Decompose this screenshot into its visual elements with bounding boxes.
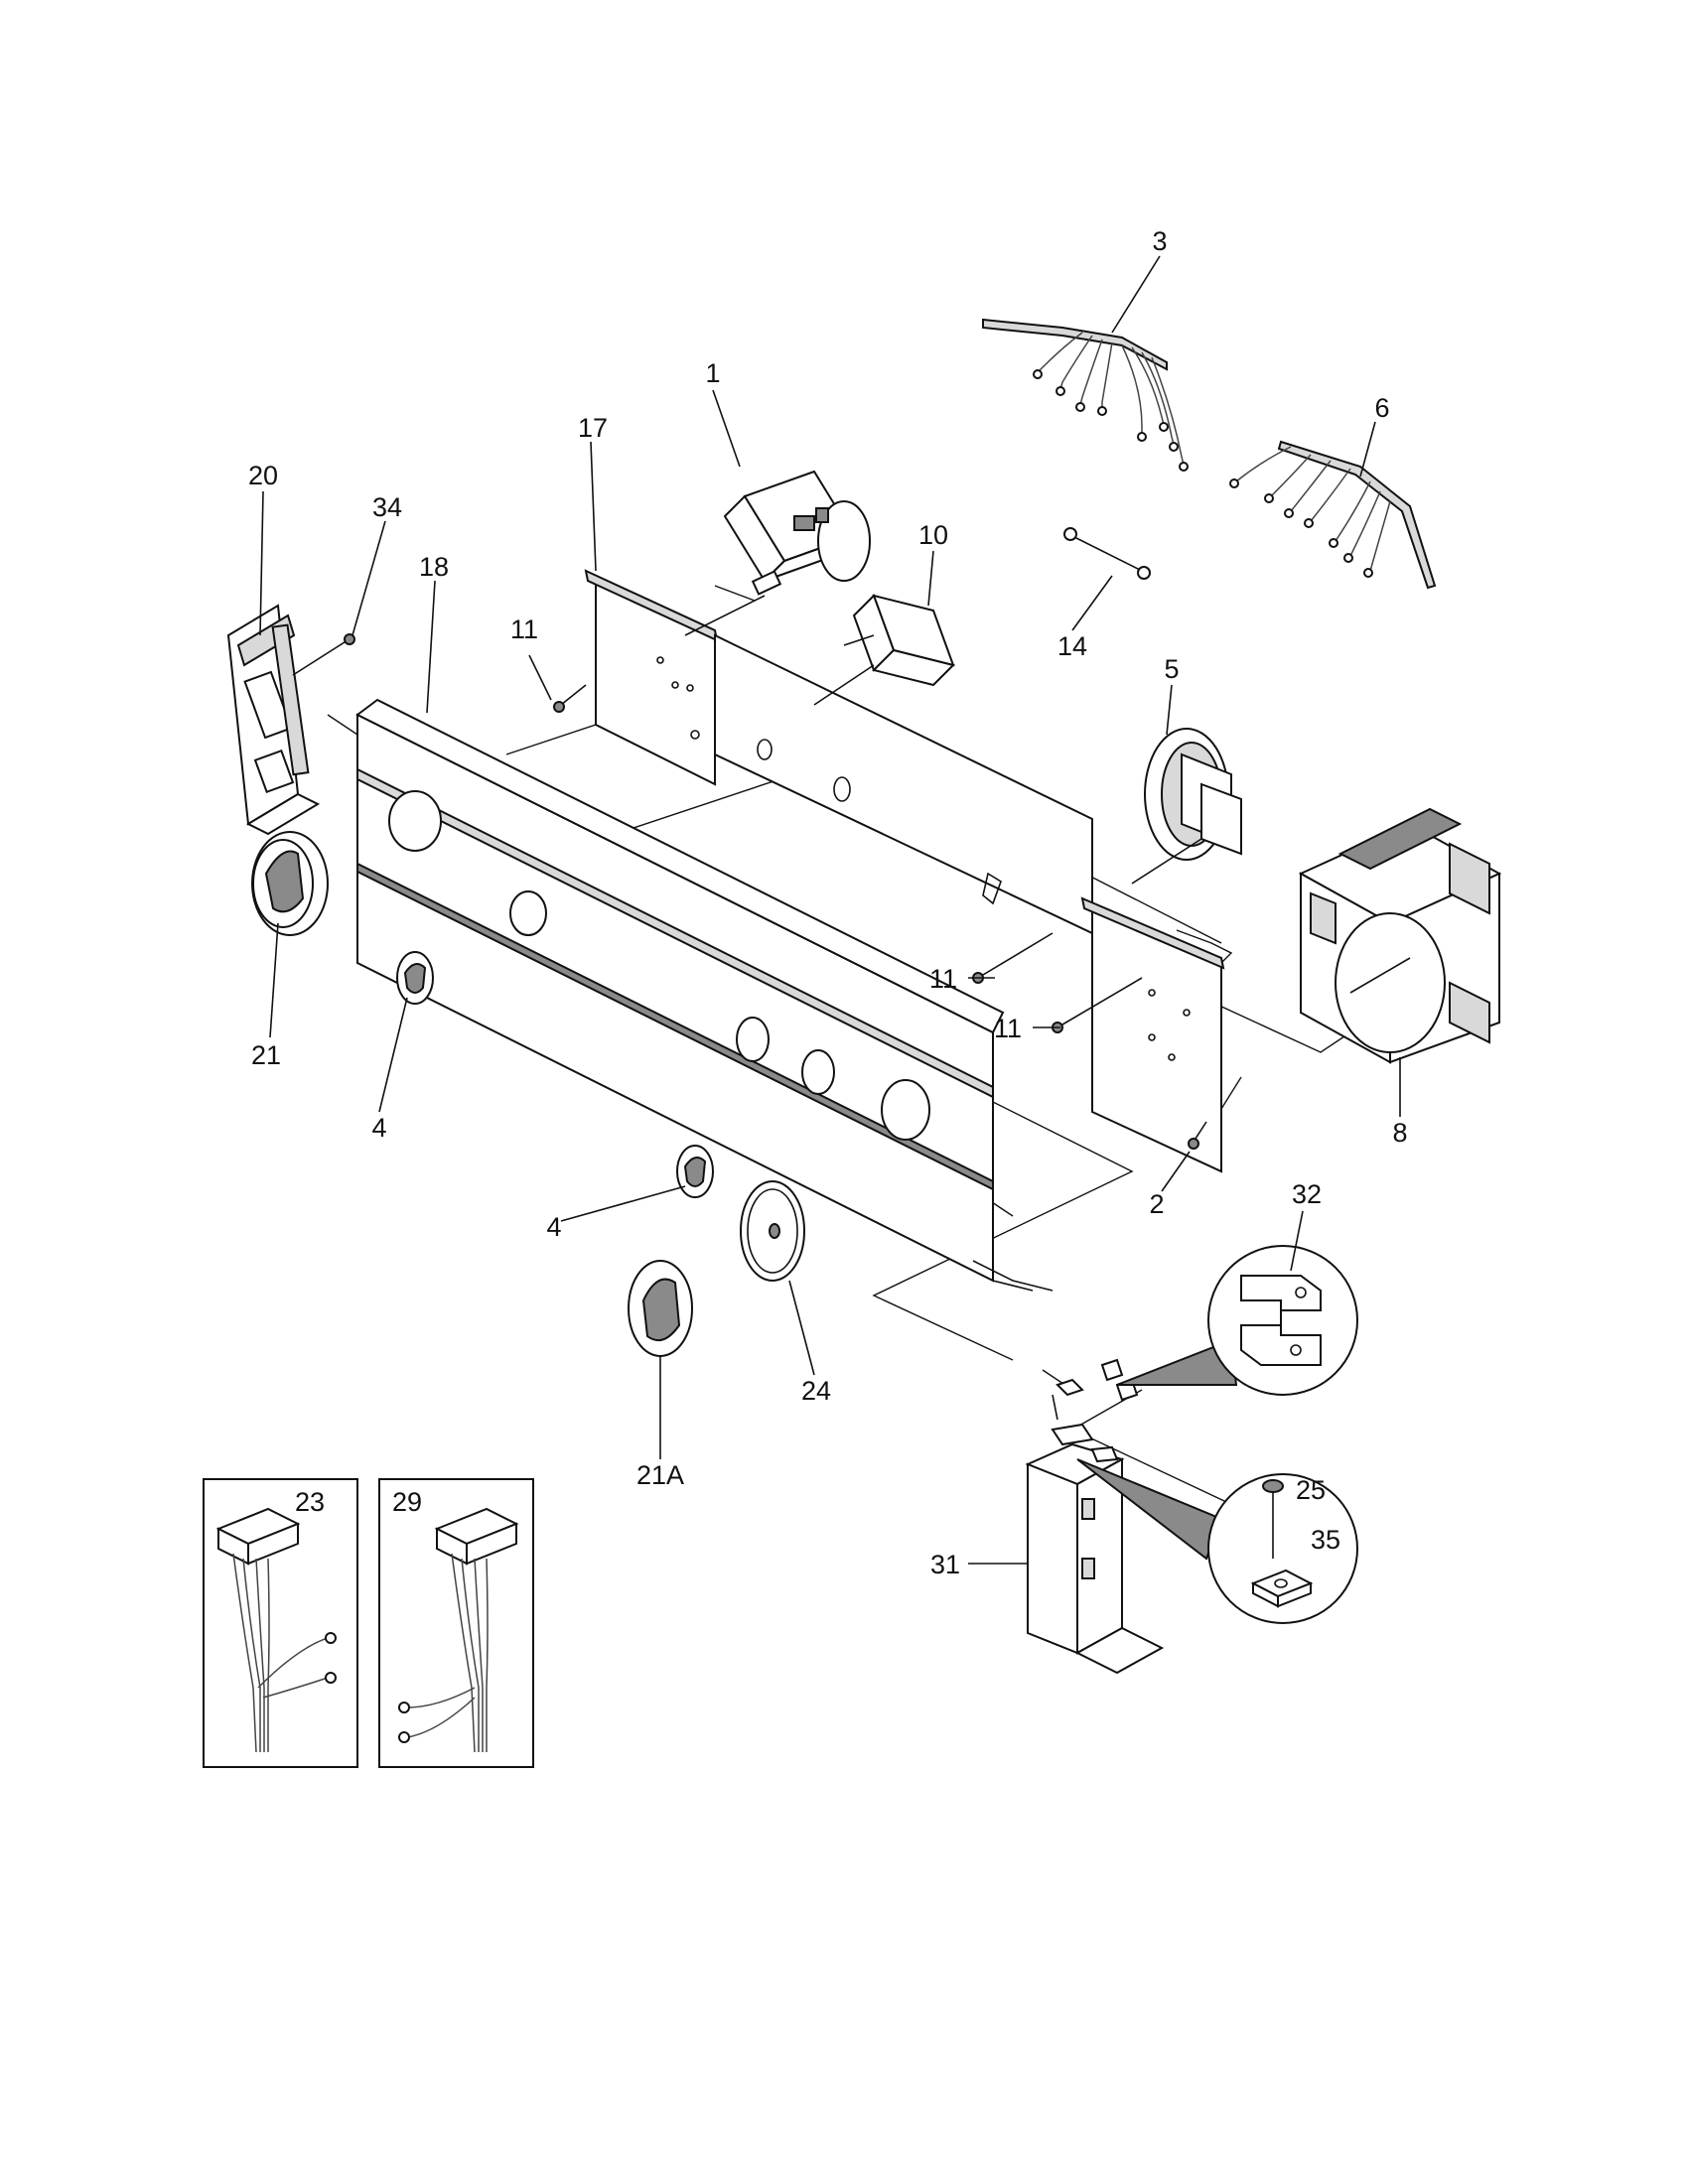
bracket-31: [1025, 1442, 1165, 1675]
label-part-18: 18: [419, 552, 449, 582]
label-part-3: 3: [1152, 226, 1167, 256]
label-part-21A: 21A: [636, 1460, 684, 1490]
label-part-11-lower: 11: [994, 1014, 1022, 1043]
label-part-35: 35: [1311, 1525, 1340, 1555]
label-part-31: 31: [930, 1550, 960, 1579]
timer-assembly: [684, 470, 871, 636]
label-part-11-mid: 11: [929, 964, 957, 994]
inset-box-29: [378, 1478, 534, 1768]
screw-34: [292, 633, 355, 676]
label-part-5: 5: [1164, 654, 1179, 684]
label-part-21: 21: [251, 1040, 281, 1070]
label-part-23: 23: [295, 1487, 325, 1517]
control-panel-console: [355, 698, 1054, 1292]
callout-32: [1116, 1245, 1358, 1396]
selector-switch: [813, 594, 955, 706]
label-part-10: 10: [918, 520, 948, 550]
label-part-6: 6: [1374, 393, 1389, 423]
jumper-wire-14: [1063, 527, 1151, 580]
label-part-20: 20: [248, 461, 278, 490]
label-part-17: 17: [578, 413, 608, 443]
knob-4-upper: [396, 951, 434, 1005]
label-part-29: 29: [392, 1487, 422, 1517]
callout-24-35: [1076, 1458, 1358, 1624]
knob-21A: [628, 1260, 693, 1357]
clip-pieces: [1051, 1358, 1139, 1463]
drum-ring-assembly: [1131, 728, 1242, 885]
label-part-34: 34: [372, 492, 402, 522]
label-part-32: 32: [1292, 1179, 1322, 1209]
label-part-25: 24: [801, 1376, 831, 1406]
label-part-2: 2: [1149, 1189, 1164, 1219]
rear-panel-plate: [714, 633, 1093, 935]
dial-25: [740, 1180, 805, 1282]
inset-box-23: [203, 1478, 358, 1768]
screw-11-upper: [553, 684, 587, 713]
label-part-8: 8: [1392, 1118, 1407, 1148]
knob-4-lower: [676, 1145, 714, 1198]
label-part-14: 14: [1057, 631, 1087, 661]
label-part-4-upper: 4: [371, 1113, 386, 1143]
label-part-1: 1: [705, 358, 720, 388]
screw-2: [1188, 1121, 1207, 1150]
knob-21: [251, 831, 329, 936]
right-mounting-bracket: [1080, 896, 1225, 1173]
label-part-11-upper: 11: [510, 614, 538, 644]
label-part-24: 25: [1296, 1475, 1326, 1505]
wire-harness-6: [1229, 440, 1437, 590]
part-labels: 3 1 6 17 10 14 20 34 18 11 5 11 11 8 2 2…: [248, 226, 1408, 1579]
left-mounting-bracket: [584, 569, 719, 786]
label-part-4-lower: 4: [546, 1212, 561, 1242]
left-end-cap: [226, 604, 321, 836]
control-module: [1298, 807, 1502, 1064]
screw-11-mid: [972, 932, 1054, 984]
wire-harness-3: [982, 318, 1189, 472]
leader-lines: [259, 255, 1401, 1565]
